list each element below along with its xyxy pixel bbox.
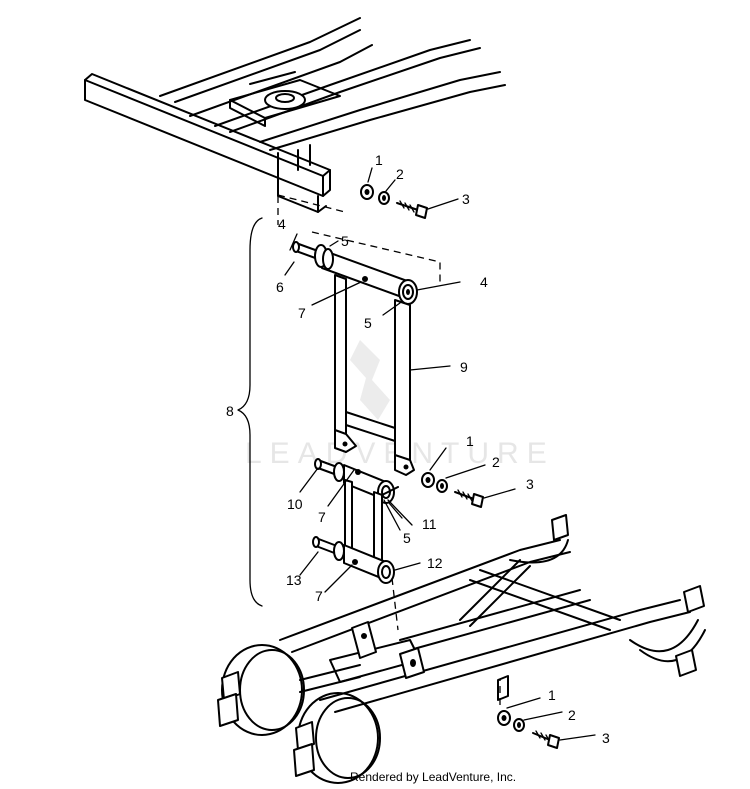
callout-3-top: 3 xyxy=(462,191,470,207)
credit-text: Rendered by LeadVenture, Inc. xyxy=(350,770,517,784)
callout-2-middle: 2 xyxy=(492,454,500,470)
callout-2-bottom: 2 xyxy=(568,707,576,723)
callout-7-upper: 7 xyxy=(298,305,306,321)
callout-5-upper-right: 5 xyxy=(364,315,372,331)
callout-1-top: 1 xyxy=(375,152,383,168)
callout-labels: 1 2 3 4 5 6 7 4 5 9 8 1 2 3 10 7 11 5 13… xyxy=(226,152,610,746)
callout-7-lower: 7 xyxy=(315,588,323,604)
callout-12: 12 xyxy=(427,555,443,571)
callout-5-upper-left: 5 xyxy=(341,233,349,249)
bracket-8 xyxy=(237,217,263,607)
callout-4-upper-left: 4 xyxy=(278,216,286,232)
callout-10: 10 xyxy=(287,496,303,512)
hardware-set-middle xyxy=(421,447,516,508)
callout-5-lower: 5 xyxy=(403,530,411,546)
callout-2-top: 2 xyxy=(396,166,404,182)
callout-1-bottom: 1 xyxy=(548,687,556,703)
callout-3-middle: 3 xyxy=(526,476,534,492)
callout-13: 13 xyxy=(286,572,302,588)
callout-3-bottom: 3 xyxy=(602,730,610,746)
callout-9: 9 xyxy=(460,359,468,375)
guide-line-upper xyxy=(311,231,441,285)
callout-4-upper-right: 4 xyxy=(480,274,488,290)
lower-links xyxy=(299,458,421,631)
upper-frame xyxy=(84,17,506,225)
swing-arm xyxy=(284,233,461,476)
callout-8: 8 xyxy=(226,403,234,419)
callout-1-middle: 1 xyxy=(466,433,474,449)
lower-frame xyxy=(217,514,706,784)
hardware-set-bottom xyxy=(497,680,596,749)
callout-7-middle: 7 xyxy=(318,509,326,525)
callout-11: 11 xyxy=(422,516,437,532)
callout-6: 6 xyxy=(276,279,284,295)
hardware-set-top xyxy=(360,167,459,219)
